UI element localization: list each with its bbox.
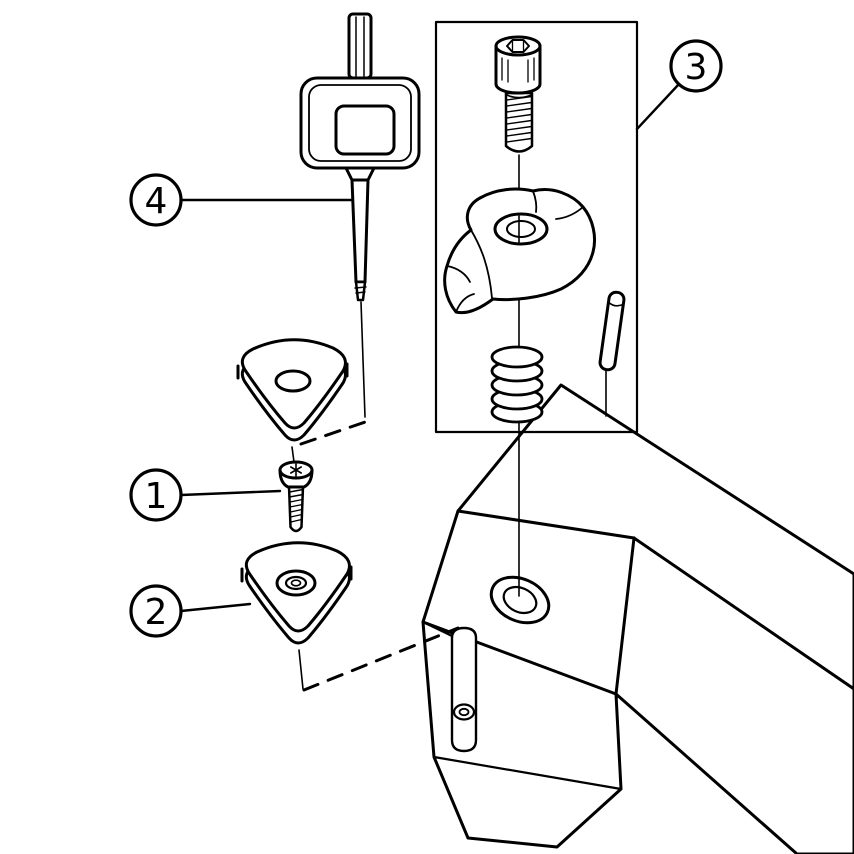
wrench-drive-shaft	[350, 178, 370, 284]
callout-4-circle	[129, 173, 183, 227]
clamp-kit-box-frame	[434, 20, 639, 434]
callout-3: 3	[635, 39, 723, 131]
wrench-axis-line	[360, 301, 366, 418]
insert-bottom-hole-inner	[284, 575, 308, 591]
callout-1-leader-line	[179, 489, 282, 497]
clamp-shoulder-edge	[555, 206, 584, 220]
torx-socket-icon	[290, 463, 302, 477]
callout-3-leader-line	[635, 82, 681, 131]
wrench-handle-inner-edge	[308, 84, 412, 162]
insert-bottom-hole-center	[290, 579, 302, 587]
callout-3-circle	[669, 39, 723, 93]
wrench-hex-facets	[355, 16, 365, 77]
insert-bottom-corner-edges	[240, 565, 353, 583]
tool-holder	[421, 383, 854, 854]
callout-2-leader-line	[179, 602, 252, 613]
wrench-hex-shaft	[347, 12, 373, 80]
pocket-slot	[450, 626, 478, 753]
callout-2-circle	[129, 584, 183, 638]
cap-screw-threads	[505, 95, 533, 143]
insert-top	[236, 338, 349, 442]
wrench-torx-tip	[354, 280, 367, 302]
callout-1: 1	[129, 468, 282, 522]
cap-screw-knurl	[501, 57, 535, 83]
holder-head-back-edge	[456, 509, 636, 540]
insert-screw-axis-lower	[298, 649, 304, 690]
callouts: 1 2 3 4	[129, 39, 723, 638]
callout-2: 2	[129, 584, 252, 638]
cap-screw-head	[494, 44, 542, 95]
insert-screw-axis-upper	[291, 446, 295, 463]
callout-1-label: 1	[145, 476, 168, 517]
clamp-spring	[490, 345, 544, 424]
insert-top-hole	[274, 369, 312, 393]
pin-end-arc	[607, 301, 625, 307]
dashed-line-insert-to-pocket	[302, 626, 460, 692]
clamp	[443, 187, 597, 315]
callout-4: 4	[129, 173, 354, 227]
insert-screw	[278, 460, 314, 533]
insert-top-corner-edges	[236, 362, 349, 380]
clamp-body	[443, 187, 597, 315]
locking-pin	[598, 290, 626, 372]
wrench-tip-notches	[354, 286, 367, 294]
callout-4-label: 4	[145, 181, 168, 222]
callout-1-circle	[129, 468, 183, 522]
clamp-cap-screw	[494, 35, 542, 153]
insert-screw-threads	[288, 488, 304, 523]
callout-3-label: 3	[685, 47, 708, 88]
clamp-nose-edge	[455, 293, 475, 313]
dashed-line-wrench-axis	[299, 418, 373, 446]
holder-body	[421, 383, 854, 854]
clamp-nose-facet	[446, 265, 471, 283]
holder-head-right-edge	[614, 536, 636, 696]
clamp-crease-right	[532, 190, 538, 213]
clamp-screw-hole-inner	[502, 585, 538, 615]
hex-socket-facets	[511, 39, 525, 53]
spring-coil-1	[490, 345, 544, 369]
pocket-seat-edge	[421, 620, 454, 638]
alignment-dashed-lines	[291, 418, 460, 692]
hex-socket-icon	[506, 39, 530, 53]
clamp-screw-hole	[489, 575, 551, 625]
torque-wrench	[299, 12, 421, 418]
holder-head-bevel-edge	[432, 755, 623, 791]
callout-2-label: 2	[145, 592, 168, 633]
pin-body	[598, 290, 626, 372]
clamp-hole-inner	[506, 220, 536, 238]
holder-shank-edge	[632, 536, 854, 691]
insert-bottom	[240, 541, 353, 645]
pocket-hole-inner	[458, 707, 470, 717]
insert-screw-shank	[287, 484, 305, 533]
wrench-label-window	[334, 104, 396, 156]
clamp-crease-left	[470, 229, 493, 299]
wrench-collar	[344, 166, 376, 182]
